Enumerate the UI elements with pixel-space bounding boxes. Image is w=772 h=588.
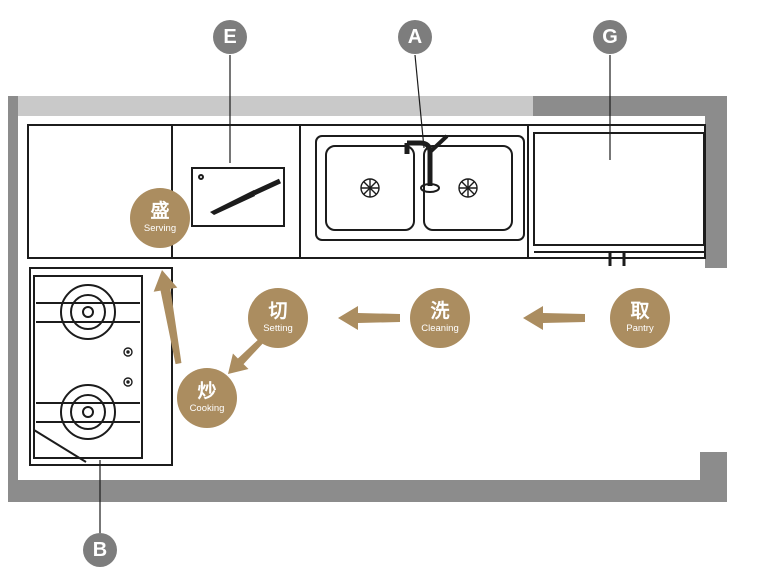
step-serving: 盛 Serving	[130, 188, 190, 248]
cabinet-icon	[533, 132, 705, 266]
step-setting: 切 Setting	[248, 288, 308, 348]
step-cleaning-zh: 洗	[430, 301, 450, 323]
step-cleaning: 洗 Cleaning	[410, 288, 470, 348]
bottom-wall	[8, 480, 727, 502]
arrow-pantry-to-cleaning	[523, 306, 585, 330]
arrow-setting-to-cooking	[228, 339, 263, 374]
top-wall-light	[8, 96, 533, 116]
cutting-board-icon	[191, 167, 285, 227]
step-pantry-en: Pantry	[626, 323, 654, 335]
workflow-arrows	[153, 270, 585, 374]
faucet-icon	[404, 134, 449, 193]
marker-a: A	[398, 20, 432, 54]
step-serving-en: Serving	[143, 223, 177, 235]
marker-g: G	[593, 20, 627, 54]
marker-b: B	[83, 533, 117, 567]
step-cooking: 炒 Cooking	[177, 368, 237, 428]
right-wall-upper	[705, 96, 727, 268]
leader-lines	[99, 54, 611, 533]
arrow-cleaning-to-setting	[338, 306, 400, 330]
step-pantry: 取 Pantry	[610, 288, 670, 348]
stove-icon	[29, 267, 173, 466]
marker-b-label: B	[92, 538, 108, 561]
left-wall	[8, 96, 18, 502]
step-setting-zh: 切	[268, 301, 288, 323]
top-wall-dark	[533, 96, 727, 116]
marker-a-label: A	[407, 25, 423, 48]
arrow-cooking-to-serving	[153, 270, 182, 365]
sink-icon	[315, 134, 525, 241]
step-cooking-en: Cooking	[189, 403, 225, 415]
step-setting-en: Setting	[263, 323, 293, 335]
marker-e: E	[213, 20, 247, 54]
step-cleaning-en: Cleaning	[421, 323, 459, 335]
marker-e-label: E	[223, 25, 237, 48]
marker-g-label: G	[602, 25, 618, 48]
step-cooking-zh: 炒	[197, 381, 217, 403]
step-pantry-zh: 取	[630, 301, 650, 323]
step-serving-zh: 盛	[150, 201, 170, 223]
